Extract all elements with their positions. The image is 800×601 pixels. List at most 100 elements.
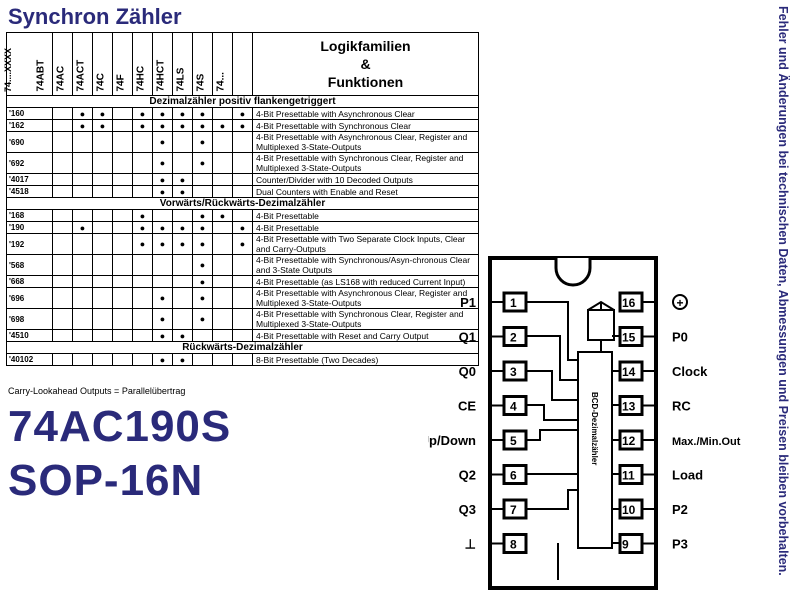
availability-dot: ●: [172, 233, 193, 255]
empty-cell: [132, 275, 153, 288]
availability-dot: ●: [132, 119, 153, 132]
empty-cell: [112, 221, 133, 234]
empty-cell: [72, 308, 93, 330]
empty-cell: [112, 173, 133, 186]
empty-cell: [72, 131, 93, 153]
pin-label-right: P3: [672, 537, 688, 552]
availability-dot: ●: [132, 233, 153, 255]
empty-cell: [112, 287, 133, 309]
availability-dot: ●: [132, 209, 153, 222]
availability-dot: ●: [192, 233, 213, 255]
column-header-family: 74...: [215, 32, 253, 96]
empty-cell: [92, 209, 113, 222]
empty-cell: [92, 185, 113, 198]
empty-cell: [132, 308, 153, 330]
empty-cell: [52, 209, 73, 222]
empty-cell: [72, 287, 93, 309]
pinout-diagram: 1P12Q13Q04CE5Up/Down6Q27Q38⊥16+15P014Clo…: [420, 250, 770, 596]
table-row: '162●●●●●●●●4-Bit Presettable with Synch…: [6, 119, 479, 132]
availability-dot: ●: [172, 221, 193, 234]
empty-cell: [212, 107, 233, 120]
empty-cell: [232, 275, 253, 288]
availability-dot: ●: [192, 119, 213, 132]
table-row: '40102●●8-Bit Presettable (Two Decades): [6, 353, 479, 366]
availability-dot: ●: [152, 107, 173, 120]
pin-label-right: Load: [672, 468, 703, 483]
empty-cell: [52, 275, 73, 288]
empty-cell: [232, 209, 253, 222]
pin-label-right: Clock: [672, 364, 708, 379]
availability-dot: ●: [72, 107, 93, 120]
pin-label-left: Q1: [459, 330, 476, 345]
empty-cell: [132, 353, 153, 366]
empty-cell: [212, 329, 233, 342]
empty-cell: [112, 185, 133, 198]
empty-cell: [232, 173, 253, 186]
empty-cell: [52, 152, 73, 174]
part-code: '690: [6, 131, 53, 153]
empty-cell: [192, 185, 213, 198]
empty-cell: [212, 254, 233, 276]
function-description: Dual Counters with Enable and Reset: [252, 185, 479, 198]
section-row: Rückwärts-Dezimalzähler: [6, 341, 479, 354]
pin-number-left: 4: [510, 400, 517, 414]
empty-cell: [192, 329, 213, 342]
empty-cell: [52, 233, 73, 255]
table-row: '692●●4-Bit Presettable with Synchronous…: [6, 152, 479, 174]
section-title: Vorwärts/Rückwärts-Dezimalzähler: [6, 197, 479, 210]
availability-dot: ●: [232, 221, 253, 234]
empty-cell: [112, 107, 133, 120]
part-code: '692: [6, 152, 53, 174]
availability-dot: ●: [152, 152, 173, 174]
empty-cell: [92, 233, 113, 255]
page-title: Synchron Zähler: [8, 4, 182, 29]
package-type: SOP-16N: [8, 456, 204, 505]
function-description: 4-Bit Presettable with Synchronous Clear…: [252, 308, 479, 330]
empty-cell: [112, 119, 133, 132]
empty-cell: [52, 221, 73, 234]
pin-label-left: CE: [458, 399, 476, 414]
empty-cell: [212, 308, 233, 330]
empty-cell: [132, 329, 153, 342]
empty-cell: [212, 353, 233, 366]
part-code: '40102: [6, 353, 53, 366]
pin-number-left: 6: [510, 469, 517, 483]
availability-dot: ●: [72, 221, 93, 234]
empty-cell: [232, 329, 253, 342]
availability-dot: ●: [232, 119, 253, 132]
availability-dot: ●: [92, 119, 113, 132]
empty-cell: [92, 287, 113, 309]
availability-dot: ●: [172, 119, 193, 132]
counter-block: [577, 351, 613, 549]
empty-cell: [112, 233, 133, 255]
empty-cell: [52, 185, 73, 198]
availability-dot: ●: [172, 173, 193, 186]
empty-cell: [92, 221, 113, 234]
availability-dot: ●: [152, 287, 173, 309]
empty-cell: [72, 152, 93, 174]
section-title: Rückwärts-Dezimalzähler: [6, 341, 479, 354]
availability-dot: ●: [152, 185, 173, 198]
empty-cell: [52, 131, 73, 153]
empty-cell: [172, 152, 193, 174]
availability-dot: ●: [232, 233, 253, 255]
availability-dot: ●: [212, 119, 233, 132]
pin-label-right: RC: [672, 399, 691, 414]
empty-cell: [232, 254, 253, 276]
empty-cell: [112, 308, 133, 330]
availability-dot: ●: [232, 107, 253, 120]
section-row: Vorwärts/Rückwärts-Dezimalzähler: [6, 197, 479, 210]
empty-cell: [112, 275, 133, 288]
part-code: '568: [6, 254, 53, 276]
empty-cell: [172, 209, 193, 222]
empty-cell: [112, 131, 133, 153]
wire: [526, 429, 578, 441]
empty-cell: [92, 152, 113, 174]
pin-number-right: 15: [622, 331, 636, 345]
table-row: '192●●●●●4-Bit Presettable with Two Sepa…: [6, 233, 479, 255]
pin-number-right: 10: [622, 503, 636, 517]
availability-dot: ●: [172, 107, 193, 120]
wire: [526, 301, 578, 361]
empty-cell: [212, 131, 233, 153]
wire: [526, 404, 578, 421]
